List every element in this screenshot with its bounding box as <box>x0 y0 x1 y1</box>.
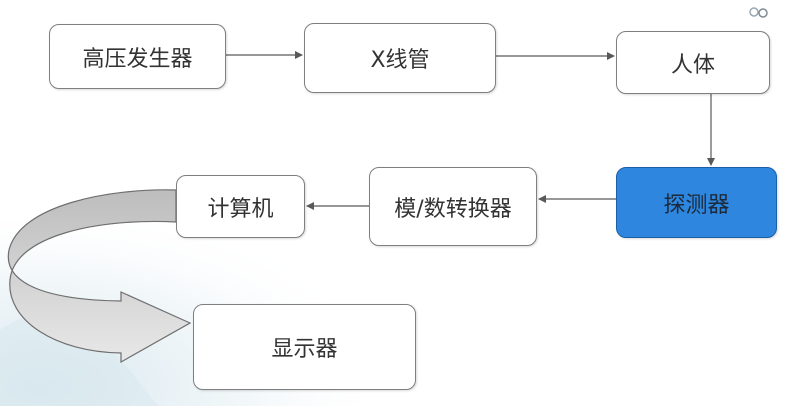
node-ad-converter-label: 模/数转换器 <box>394 196 512 222</box>
node-computer-label: 计算机 <box>207 196 274 222</box>
node-computer: 计算机 <box>176 175 305 238</box>
node-display: 显示器 <box>193 304 416 390</box>
node-display-label: 显示器 <box>271 337 338 362</box>
node-human-body-label: 人体 <box>670 52 715 78</box>
decorative-logo-icon <box>749 7 768 18</box>
node-hv-generator-label: 高压发生器 <box>82 46 193 72</box>
node-hv-generator: 高压发生器 <box>49 24 226 89</box>
node-xray-tube-label: X线管 <box>370 48 430 73</box>
node-xray-tube: X线管 <box>304 23 496 93</box>
node-human-body: 人体 <box>616 31 770 94</box>
node-ad-converter: 模/数转换器 <box>369 167 537 246</box>
curved-arrow-computer-to-display <box>7 189 192 364</box>
node-detector-label: 探测器 <box>663 192 730 218</box>
node-detector: 探测器 <box>616 167 777 238</box>
